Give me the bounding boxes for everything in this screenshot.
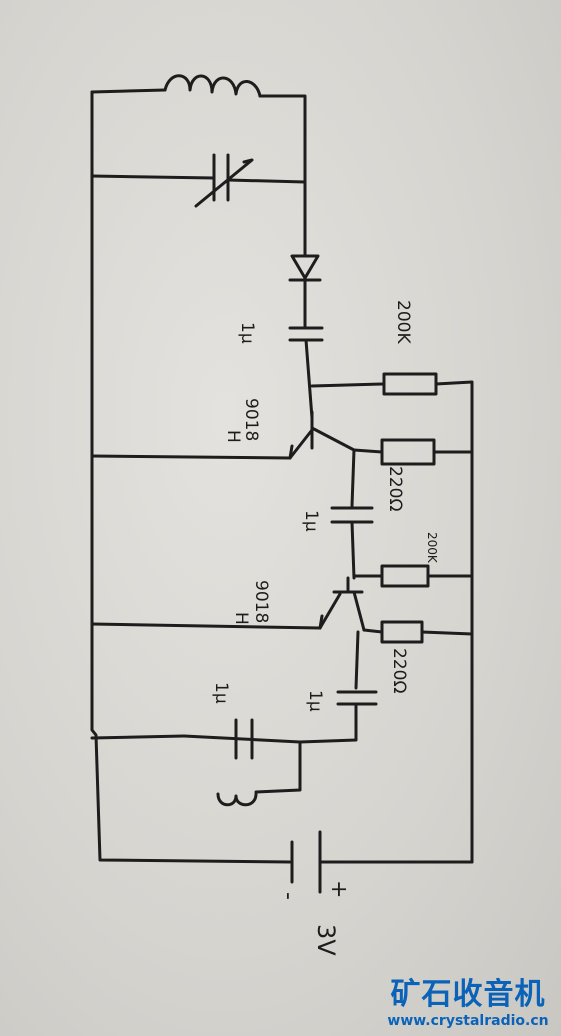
battery-plus-label: + [326, 880, 351, 898]
q1-label: 9018 [241, 398, 261, 441]
tuning-coil-lead-right [258, 94, 307, 257]
c2-top-wire [350, 448, 356, 508]
c2-to-q2-base-wire [350, 520, 356, 580]
q1-collector [310, 426, 356, 452]
variable-capacitor-wire-left [90, 174, 216, 180]
c1-to-base-wire [304, 338, 314, 420]
base-bias-node-wire [310, 382, 386, 388]
q2-emitter-to-ground [90, 622, 322, 630]
r4-resistor [380, 620, 424, 644]
tuning-coil [163, 74, 262, 98]
watermark-url: www.crystalradio.cn [387, 1013, 549, 1029]
watermark: 矿石收音机 www.crystalradio.cn [383, 978, 553, 1030]
watermark-title: 矿石收音机 [390, 977, 546, 1012]
c4-label: 1μ [211, 682, 231, 704]
q1-collector-to-r2 [352, 448, 384, 454]
r3-resistor [380, 564, 430, 588]
c1-label: 1μ [237, 322, 257, 344]
q2-label: 9018 [251, 580, 271, 623]
q1-emitter-to-ground [90, 454, 292, 460]
q1-emitter [288, 428, 314, 460]
r1-label: 200K [393, 300, 413, 344]
variable-capacitor-arrow [194, 158, 254, 208]
tuning-coil-lead [90, 88, 167, 94]
left-ground-rail [90, 90, 292, 864]
q2-emitter-arrow [318, 614, 324, 630]
r4-label: 220Ω [389, 648, 409, 693]
earphone-ground-wire [90, 734, 186, 740]
r2-label: 220Ω [385, 466, 405, 511]
c3-top-wire [354, 630, 360, 690]
q1-suffix-label: H [223, 430, 243, 443]
earphone-loop [182, 734, 302, 794]
battery-minus-label: - [276, 892, 301, 900]
c3-label: 1μ [305, 690, 325, 712]
q2-suffix-label: H [231, 612, 251, 625]
c3-to-earphone-wire [298, 702, 358, 744]
r4-to-vcc-wire [420, 630, 474, 636]
detector-diode [290, 254, 320, 280]
q2-collector-to-r4 [362, 628, 384, 634]
q2-collector [352, 590, 366, 632]
r1-resistor [382, 372, 438, 396]
q1-emitter-arrow [288, 444, 294, 460]
q2-emitter [318, 592, 342, 630]
variable-capacitor-wire-right [226, 178, 307, 184]
c2-label: 1μ [301, 510, 321, 532]
r1-to-vcc-wire [434, 380, 474, 864]
r2-resistor [380, 438, 436, 466]
voltage-label: 3V [312, 924, 340, 956]
earphone [216, 792, 258, 807]
r3-label: 200K [425, 532, 439, 564]
